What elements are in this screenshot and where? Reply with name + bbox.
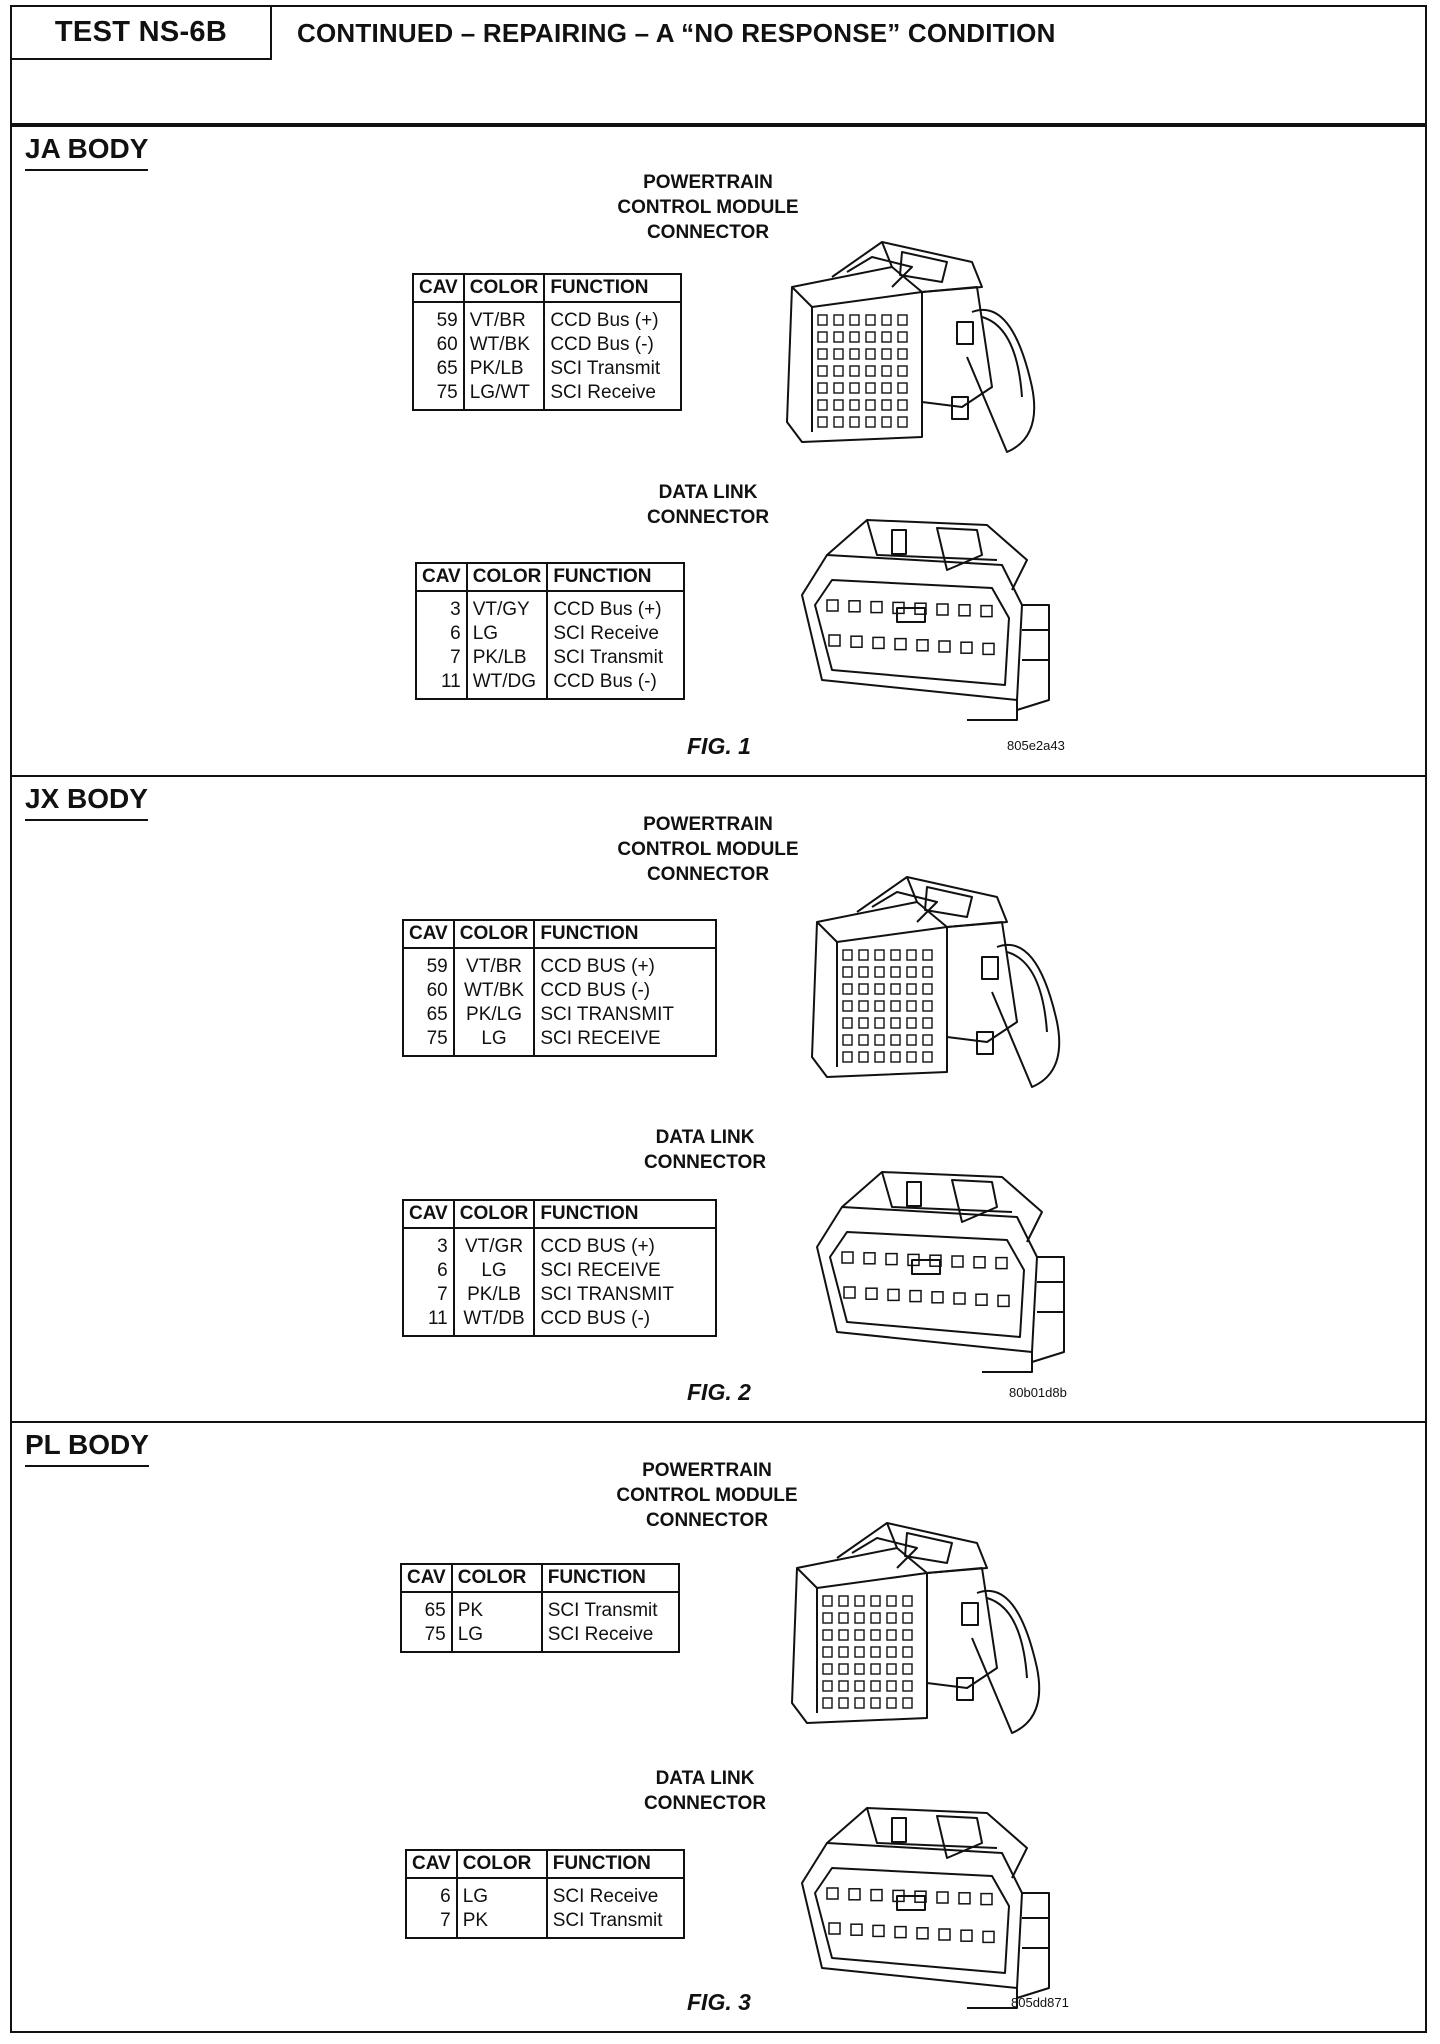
pcm-connector-illustration <box>811 876 1061 1088</box>
page-title: CONTINUED – REPAIRING – A “NO RESPONSE” … <box>297 18 1056 48</box>
figure-label: FIG. 2 <box>687 1379 751 1405</box>
dlc-connector-illustration <box>816 1171 1065 1373</box>
test-id: TEST NS-6B <box>12 7 272 60</box>
page-header: TEST NS-6B CONTINUED – REPAIRING – A “NO… <box>12 7 1425 125</box>
body-label: JA BODY <box>25 133 149 171</box>
dlc-connector-illustration <box>801 519 1050 721</box>
figure-code: 805dd871 <box>1011 1995 1069 2010</box>
body-label: PL BODY <box>25 1429 149 1467</box>
figure-code: 805e2a43 <box>1007 738 1065 753</box>
pcm-connector-illustration <box>786 241 1036 453</box>
body-label: JX BODY <box>25 783 148 821</box>
figure-label: FIG. 3 <box>687 1989 751 2015</box>
figure-code: 80b01d8b <box>1009 1385 1067 1400</box>
pcm-connector-illustration <box>791 1522 1041 1734</box>
figure-label: FIG. 1 <box>687 733 751 759</box>
dlc-connector-illustration <box>801 1807 1050 2009</box>
document-page: TEST NS-6B CONTINUED – REPAIRING – A “NO… <box>10 5 1427 2033</box>
